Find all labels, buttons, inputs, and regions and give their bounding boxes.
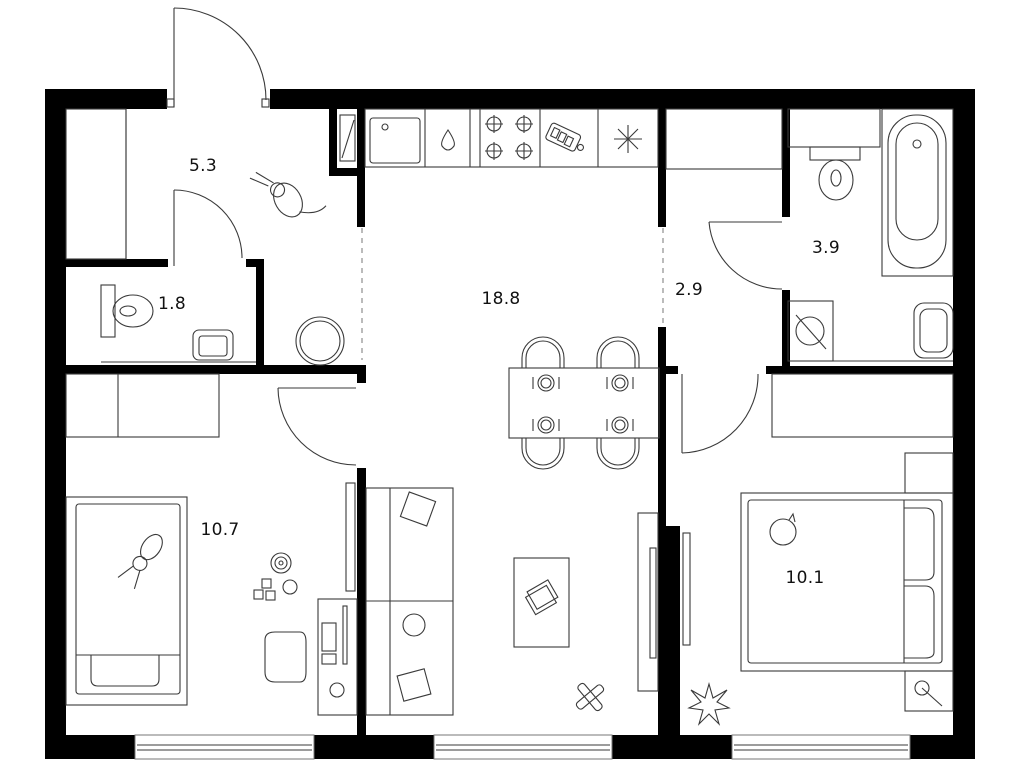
corridor-cabinet <box>665 108 783 170</box>
bathroom-door <box>708 221 783 290</box>
lamp-icon <box>329 682 345 698</box>
doors <box>166 7 783 466</box>
fridge-icon <box>614 125 642 153</box>
coffee-table <box>513 557 570 648</box>
room-area-wc: 1.8 <box>158 294 186 314</box>
single-bed <box>65 496 188 706</box>
wardrobe <box>65 108 127 260</box>
desk-chair <box>264 631 307 683</box>
tv-stand <box>637 512 659 692</box>
mirror <box>345 482 356 592</box>
lamp-icon <box>914 680 930 696</box>
interior-walls <box>66 109 956 735</box>
washing-machine-icon <box>795 316 825 346</box>
bathtub <box>881 108 954 277</box>
double-bed <box>740 492 954 672</box>
room-area-bathroom: 3.9 <box>812 238 840 258</box>
cutting-board-icon <box>545 122 585 152</box>
stove-icon <box>485 115 533 160</box>
wc-fixtures <box>100 284 256 363</box>
dining-set <box>508 336 660 470</box>
washbasin-icon <box>192 329 234 361</box>
hallway-furniture <box>65 108 345 366</box>
room-area-kitchen-living: 18.8 <box>481 289 521 309</box>
cat-icon <box>769 512 797 546</box>
plant-icon <box>687 681 731 726</box>
entrance-door <box>166 7 270 108</box>
kids-room-door <box>277 387 357 466</box>
nightstand <box>904 670 954 712</box>
kitchen-counter <box>364 108 659 168</box>
toy-airplane-icon <box>575 682 605 712</box>
outer-walls <box>45 89 975 759</box>
water-drop-icon <box>441 129 455 151</box>
desk <box>317 598 358 716</box>
bathroom-fixtures <box>665 108 954 362</box>
shelf <box>787 108 881 148</box>
dog-icon <box>249 171 327 218</box>
kitchen-sink-icon <box>369 117 421 164</box>
tv-icon <box>649 547 657 659</box>
toilet-icon <box>112 294 154 328</box>
magazines-icon <box>524 579 559 616</box>
bedroom-door <box>681 373 759 454</box>
toilet-icon <box>818 159 854 201</box>
room-area-bedroom: 10.1 <box>785 568 825 588</box>
wc-door <box>173 189 243 266</box>
teddy-bunny-icon <box>117 533 163 590</box>
boiler-icon <box>339 114 356 162</box>
nightstand <box>904 452 954 494</box>
toilet-tank <box>100 284 116 338</box>
open-passages <box>361 228 664 360</box>
robot-vacuum-icon <box>295 316 345 366</box>
wardrobe <box>65 373 220 438</box>
tv-icon <box>682 532 691 646</box>
windows <box>134 734 911 760</box>
pyramid-toy-icon <box>270 552 292 574</box>
kids-room-furniture <box>65 373 358 716</box>
sofa <box>365 487 454 716</box>
dining-table <box>508 367 660 439</box>
room-area-corridor: 2.9 <box>675 280 703 300</box>
toy-blocks-icon <box>261 578 272 589</box>
wardrobe <box>771 373 954 438</box>
room-area-kids-room: 10.7 <box>200 520 240 540</box>
bathtub-icon <box>887 114 947 269</box>
toy-icon <box>402 613 426 637</box>
room-area-hallway: 5.3 <box>189 156 217 176</box>
washbasin-icon <box>913 302 954 359</box>
bedroom-furniture <box>682 373 954 726</box>
